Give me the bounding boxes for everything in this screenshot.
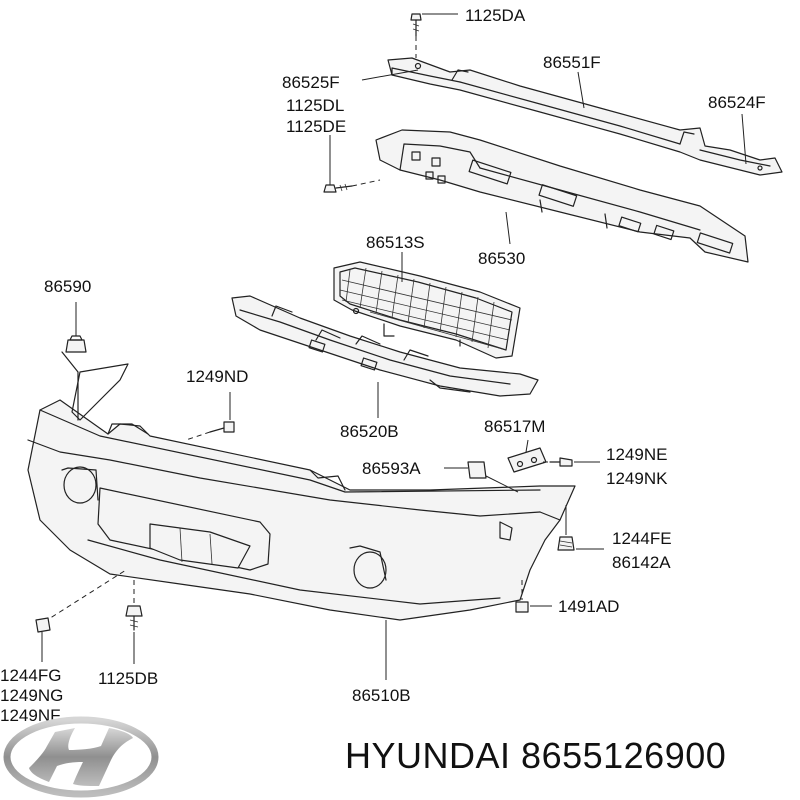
label-86551f: 86551F: [543, 53, 601, 72]
label-86590: 86590: [44, 277, 91, 296]
leader-86530: [505, 211, 511, 245]
absorber-86520b: [231, 295, 539, 397]
bracket-86517m: [507, 439, 547, 473]
screw-1249ne: [540, 457, 600, 467]
hyundai-logo-icon: [3, 716, 159, 798]
retainer-86590: [65, 302, 87, 353]
label-1249ng: 1249NG: [0, 686, 63, 705]
leader-86525f: [361, 69, 419, 81]
screw-1249nd: [185, 392, 235, 441]
screw-1244fe: [557, 505, 604, 551]
bumper-beam-86530: [375, 129, 749, 263]
label-1125da: 1125DA: [465, 6, 526, 25]
screw-1491ad: [515, 580, 552, 613]
label-1249nd: 1249ND: [186, 367, 248, 386]
label-1249ne: 1249NE: [606, 445, 667, 464]
label-1125dl: 1125DL: [286, 96, 344, 115]
label-1249nf: 1249NF: [0, 706, 60, 725]
grille-86513s: [333, 261, 521, 359]
label-86593a: 86593A: [362, 459, 421, 478]
leader-lines: [361, 69, 747, 680]
label-86524f: 86524F: [708, 93, 766, 112]
label-1491ad: 1491AD: [558, 597, 619, 616]
label-1244fg: 1244FG: [0, 666, 61, 685]
upper-rail-86551f: [387, 57, 783, 176]
label-1125db: 1125DB: [98, 669, 158, 688]
leader-86551f: [577, 71, 585, 109]
part-number: 8655126900: [521, 735, 727, 776]
bolt-1125dl: [323, 135, 381, 193]
label-1125de: 1125DE: [286, 117, 346, 136]
label-86520b: 86520B: [340, 422, 399, 441]
leader-86524f: [741, 113, 747, 165]
brand-name: HYUNDAI: [345, 735, 511, 776]
caption: HYUNDAI 8655126900: [345, 735, 795, 777]
bolt-1125db: [125, 580, 143, 664]
screw-1244fg: [35, 569, 127, 662]
part-labels: 1125DA 86551F 86525F 1125DL 1125DE 86524…: [0, 6, 766, 725]
label-86510b: 86510B: [352, 686, 411, 705]
label-86525f: 86525F: [282, 73, 340, 92]
label-1249nk: 1249NK: [606, 469, 668, 488]
clip-86593a: [444, 461, 519, 493]
label-86513s: 86513S: [366, 233, 425, 252]
label-86142a: 86142A: [612, 553, 671, 572]
bolt-1125da: [410, 13, 458, 58]
label-1244fe: 1244FE: [612, 529, 672, 548]
label-86517m: 86517M: [484, 417, 545, 436]
bumper-cover-86510b: [27, 351, 576, 621]
label-86530: 86530: [478, 249, 525, 268]
